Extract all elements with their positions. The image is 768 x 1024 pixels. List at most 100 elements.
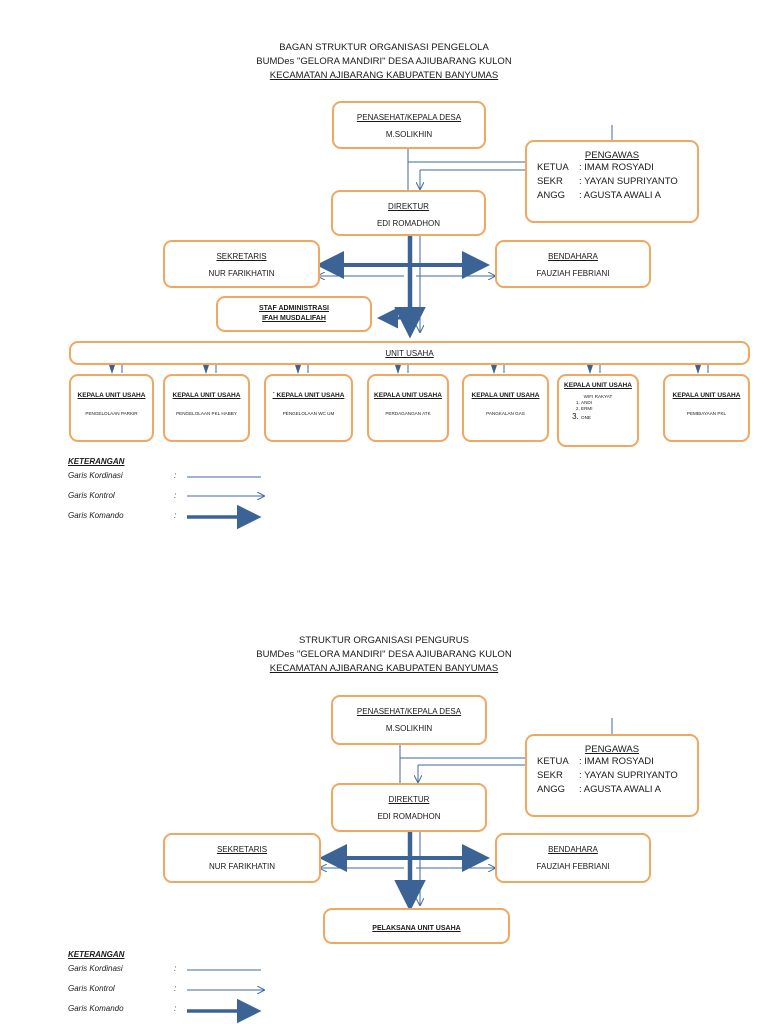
direktur-name: EDI ROMADHON (376, 219, 441, 228)
command-arrowhead (587, 365, 593, 374)
direktur-label: DIREKTUR (388, 795, 430, 804)
penasehat-box: PENASEHAT/KEPALA DESA M.SOLIKHIN (331, 695, 487, 745)
pengawas-box: PENGAWAS KETUA : IMAM ROSYADI SEKR: YAYAN… (525, 734, 699, 817)
bendahara-label: BENDAHARA (548, 845, 598, 854)
legend-item-komando: Garis Komando: (68, 1001, 176, 1021)
pengawas-label: PENGAWAS (584, 744, 640, 755)
pengawas-row: ANGG : AGUSTA AWALI A (527, 783, 697, 797)
direktur-name: EDI ROMADHON (377, 812, 441, 821)
pengawas-value: : YAYAN SUPRIYANTO (579, 176, 678, 187)
unit-staff-item: ONE (581, 412, 637, 423)
unit-usaha-name: PENGELOLAAN WC UM (282, 411, 335, 416)
kepala-unit-box: KEPALA UNIT USAHA PANGKALAN GAS (462, 374, 549, 442)
penasehat-label: PENASEHAT/KEPALA DESA (356, 707, 462, 716)
chart-2-connectors (187, 718, 613, 1024)
sekretaris-box: SEKRETARIS NUR FARIKHATIN (163, 833, 321, 883)
kepala-unit-box: ` KEPALA UNIT USAHA PENGELOLAAN WC UM (264, 374, 353, 442)
pengawas-label: PENGAWAS (584, 150, 640, 161)
unit-usaha-name: PENGELOLAAN PKL HABBY (176, 411, 237, 416)
kepala-unit-label: ` KEPALA UNIT USAHA (272, 392, 345, 399)
penasehat-label: PENASEHAT/KEPALA DESA (356, 113, 462, 122)
org-chart-pengelola: BAGAN STRUKTUR ORGANISASI PENGELOLA BUMD… (0, 0, 768, 560)
staf-label: STAF ADMINISTRASI (259, 305, 329, 312)
unit-staff-list: ANDIERMIONE (559, 400, 637, 423)
sekretaris-label: SEKRETARIS (216, 252, 267, 261)
pengawas-value: : AGUSTA AWALI A (579, 784, 662, 795)
penasehat-name: M.SOLIKHIN (385, 130, 433, 139)
legend-item-komando: Garis Komando: (68, 508, 176, 528)
legend-item-kontrol: Garis Kontrol: (68, 488, 176, 508)
kepala-unit-label: KEPALA UNIT USAHA (374, 392, 442, 399)
staf-name: IFAH MUSDALIFAH (262, 315, 326, 322)
unit-usaha-bar: UNIT USAHA (69, 341, 750, 365)
chart-2-title-line3: KECAMATAN AJIBARANG KABUPATEN BANYUMAS (269, 663, 499, 674)
command-arrowhead (295, 365, 301, 374)
unit-usaha-name: PANGKALAN GAS (486, 411, 525, 416)
pengawas-value: : AGUSTA AWALI A (579, 190, 662, 201)
sekretaris-box: SEKRETARIS NUR FARIKHATIN (163, 240, 320, 288)
kepala-unit-box: KEPALA UNIT USAHA PERDAGANGAN ATK (367, 374, 449, 442)
pengawas-key: ANGG (537, 190, 565, 201)
penasehat-box: PENASEHAT/KEPALA DESA M.SOLIKHIN (332, 101, 486, 149)
chart-1-title-line2: BUMDes "GELORA MANDIRI" DESA AJIUBARANG … (256, 56, 512, 67)
legend-heading: KETERANGAN (68, 950, 125, 959)
bendahara-box: BENDAHARA FAUZIAH FEBRIANI (495, 833, 651, 883)
pengawas-value: : YAYAN SUPRIYANTO (579, 770, 678, 781)
sekretaris-name: NUR FARIKHATIN (208, 862, 276, 871)
unit-usaha-name: PENGELOLAAN PARKIR (85, 411, 138, 416)
command-arrowhead (395, 365, 401, 374)
direktur-label: DIREKTUR (388, 202, 429, 211)
command-arrowhead (491, 365, 497, 374)
org-chart-pengurus: STRUKTUR ORGANISASI PENGURUS BUMDes "GEL… (0, 600, 768, 1024)
unit-usaha-name: WIFI RAKYAT (583, 394, 613, 399)
penasehat-name: M.SOLIKHIN (385, 724, 433, 733)
pengawas-row: KETUA: IMAM ROSYADI (527, 161, 697, 175)
pengawas-key: SEKR (537, 176, 563, 187)
pengawas-row: SEKR: YAYAN SUPRIYANTO (527, 769, 697, 783)
legend-colon: : (174, 471, 177, 480)
legend-label: Garis Komando (68, 511, 124, 520)
kepala-unit-label: KEPALA UNIT USAHA (564, 382, 632, 389)
pengawas-row: ANGG : AGUSTA AWALI A (527, 189, 697, 203)
legend-label: Garis Kordinasi (68, 471, 123, 480)
pengawas-value: : IMAM ROSYADI (579, 756, 654, 767)
bendahara-label: BENDAHARA (548, 252, 598, 261)
pengawas-row: SEKR : YAYAN SUPRIYANTO (527, 175, 697, 189)
command-arrowhead (695, 365, 701, 374)
legend-label: Garis Kordinasi (68, 964, 123, 973)
legend-colon: : (174, 491, 177, 500)
bendahara-name: FAUZIAH FEBRIANI (536, 862, 610, 871)
legend-label: Garis Komando (68, 1004, 124, 1013)
sekretaris-name: NUR FARIKHATIN (208, 269, 275, 278)
chart-2-title-line2: BUMDes "GELORA MANDIRI" DESA AJIUBARANG … (256, 649, 512, 660)
unit-connectors (109, 365, 709, 374)
pengawas-box: PENGAWAS KETUA: IMAM ROSYADI SEKR : YAYAN… (525, 140, 699, 223)
pelaksana-label: PELAKSANA UNIT USAHA (372, 925, 461, 932)
legend-item-kontrol: Garis Kontrol: (68, 981, 176, 1001)
legend-heading: KETERANGAN (68, 457, 125, 466)
unit-usaha-label: UNIT USAHA (385, 349, 434, 358)
pengawas-key: KETUA (537, 756, 569, 767)
kepala-unit-label: KEPALA UNIT USAHA (471, 392, 540, 399)
bendahara-box: BENDAHARA FAUZIAH FEBRIANI (495, 240, 651, 288)
pengawas-key: ANGG (537, 784, 565, 795)
unit-usaha-name: PERDAGANGAN ATK (385, 411, 431, 416)
legend-colon: : (174, 984, 177, 993)
command-arrowhead (203, 365, 209, 374)
staf-administrasi-box: STAF ADMINISTRASI IFAH MUSDALIFAH (216, 296, 372, 332)
legend-item-kordinasi: Garis Kordinasi: (68, 961, 176, 981)
kepala-unit-box: KEPALA UNIT USAHA WIFI RAKYATANDIERMIONE (557, 374, 639, 447)
unit-usaha-name: PEMBIAYAAN PKL (686, 411, 727, 416)
chart-1-title: BAGAN STRUKTUR ORGANISASI PENGELOLA BUMD… (0, 41, 768, 83)
pengawas-value: : IMAM ROSYADI (579, 162, 654, 173)
direktur-box: DIREKTUR EDI ROMADHON (331, 190, 486, 236)
unit-staff-item: ANDI (581, 400, 637, 406)
legend-label: Garis Kontrol (68, 491, 115, 500)
legend-label: Garis Kontrol (68, 984, 115, 993)
chart-2-title-line1: STRUKTUR ORGANISASI PENGURUS (299, 635, 469, 646)
chart-2-title: STRUKTUR ORGANISASI PENGURUS BUMDes "GEL… (0, 634, 768, 676)
chart-1-title-line1: BAGAN STRUKTUR ORGANISASI PENGELOLA (279, 42, 489, 53)
